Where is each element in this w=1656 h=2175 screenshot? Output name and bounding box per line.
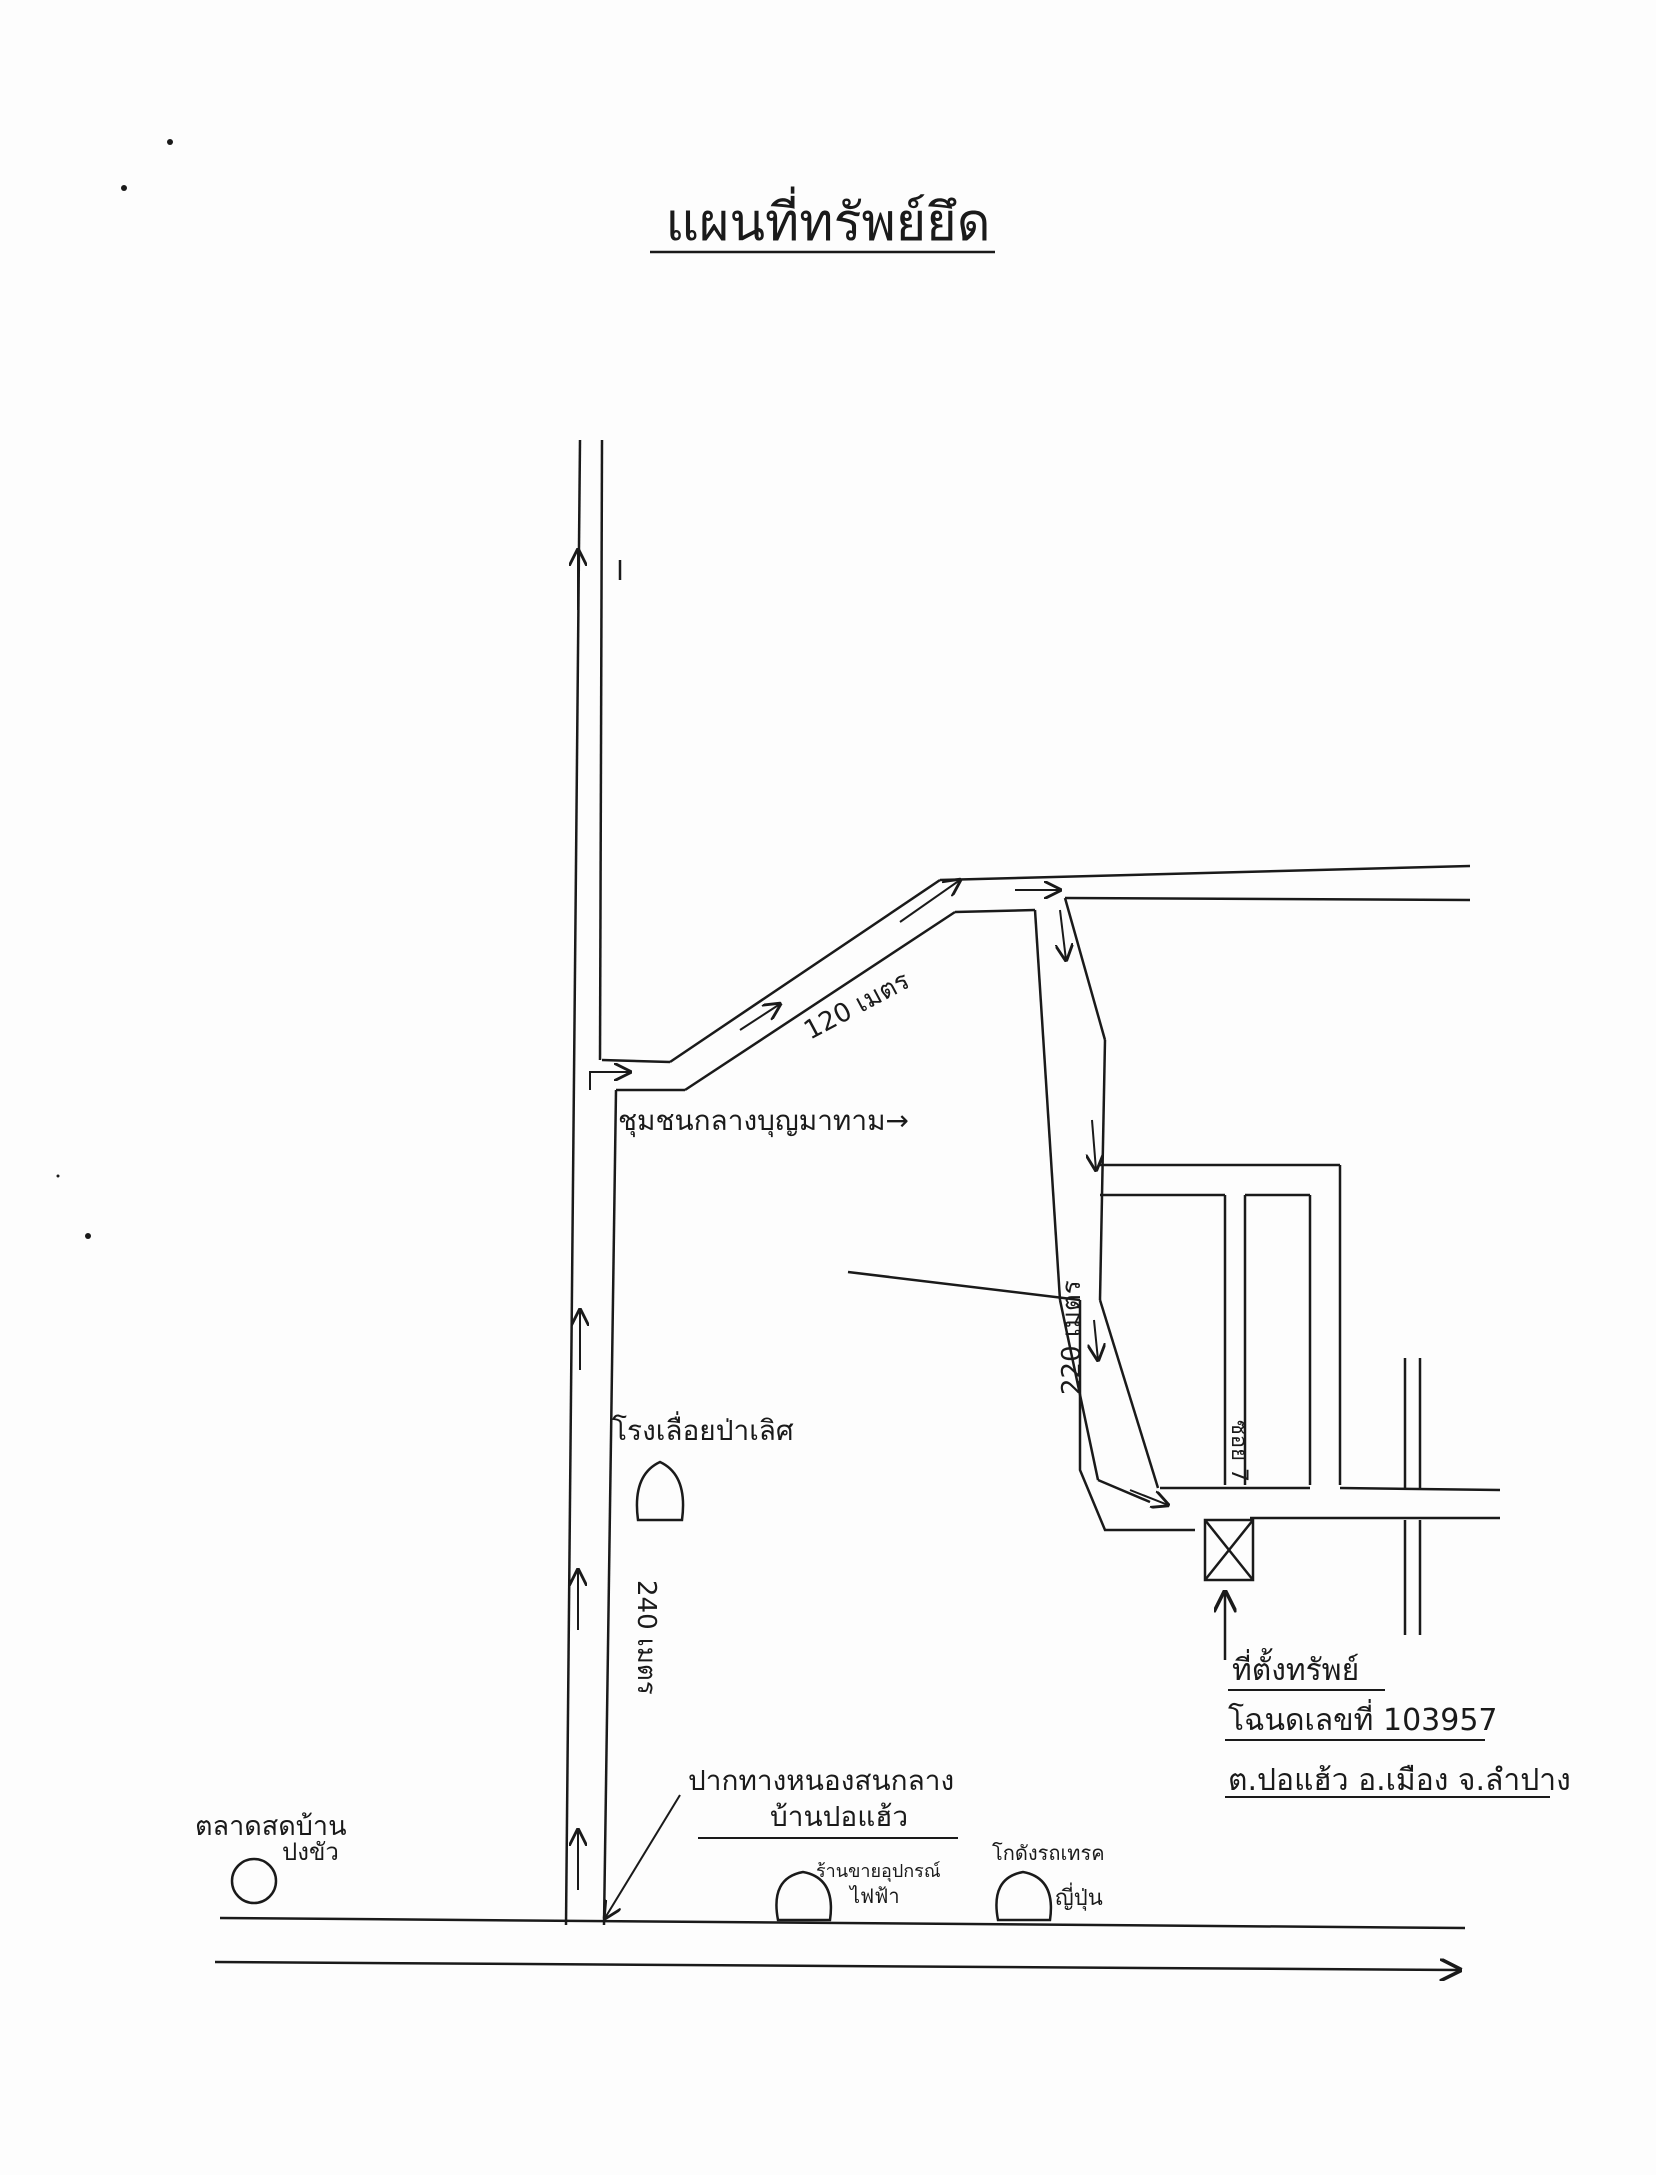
lower-junction-label-line1: ปากทางหนองสนกลาง <box>688 1764 954 1797</box>
side-road-left <box>847 1270 1081 1302</box>
vertical-road <box>564 439 622 1926</box>
left-vertical-distance-label: 240 เมตร <box>631 1580 661 1695</box>
market-landmark-icon <box>230 1857 278 1905</box>
lumber-shop-label: โรงเลื่อยป่าเลิศ <box>612 1411 794 1447</box>
electric-shop-landmark-icon <box>775 1870 833 1922</box>
japan-shop-label-line1: โกดังรถเทรค <box>992 1841 1105 1865</box>
property-label-line1: ที่ตั้งทรัพย์ <box>1232 1648 1359 1688</box>
market-label-line2: ปงขัว <box>282 1838 339 1866</box>
upper-junction-label: ชุมชนกลางบุญมาทาม→ <box>618 1104 909 1138</box>
scan-specks <box>56 139 173 1239</box>
diagonal-road-arrows <box>589 880 1060 1090</box>
vertical-road-arrows <box>578 550 580 1890</box>
electric-shop-label-line1: ร้านขายอุปกรณ์ <box>816 1861 941 1882</box>
lumber-shop-landmark-icon <box>635 1460 685 1522</box>
lower-junction-label-line2: บ้านปอแฮ้ว <box>770 1800 908 1833</box>
japan-shop-landmark-icon <box>995 1870 1053 1922</box>
market-label-line1: ตลาดสดบ้าน <box>195 1811 347 1842</box>
map-title: แผนที่ทรัพย์ยึด <box>666 186 991 253</box>
main-road <box>214 1916 1466 1970</box>
right-road <box>1033 897 1195 1532</box>
property-label-line3: ต.ปอแฮ้ว อ.เมือง จ.ลำปาง <box>1228 1763 1571 1798</box>
property-marker <box>1203 1518 1255 1660</box>
right-road-arrows <box>1060 909 1168 1505</box>
japan-shop-label-line2: ญี่ปุ่น <box>1055 1882 1103 1911</box>
road-soi-label: ซอย 7 <box>1226 1420 1251 1482</box>
diagonal-road <box>601 864 1471 1092</box>
property-label-line2: โฉนดเลขที่ 103957 <box>1228 1699 1498 1738</box>
junction-pointer <box>605 1794 681 1918</box>
right-vertical-distance-label: 220 เมตร <box>1057 1280 1087 1395</box>
side-streets <box>1100 1163 1501 1635</box>
electric-shop-label-line2: ไฟฟ้า <box>848 1884 900 1908</box>
